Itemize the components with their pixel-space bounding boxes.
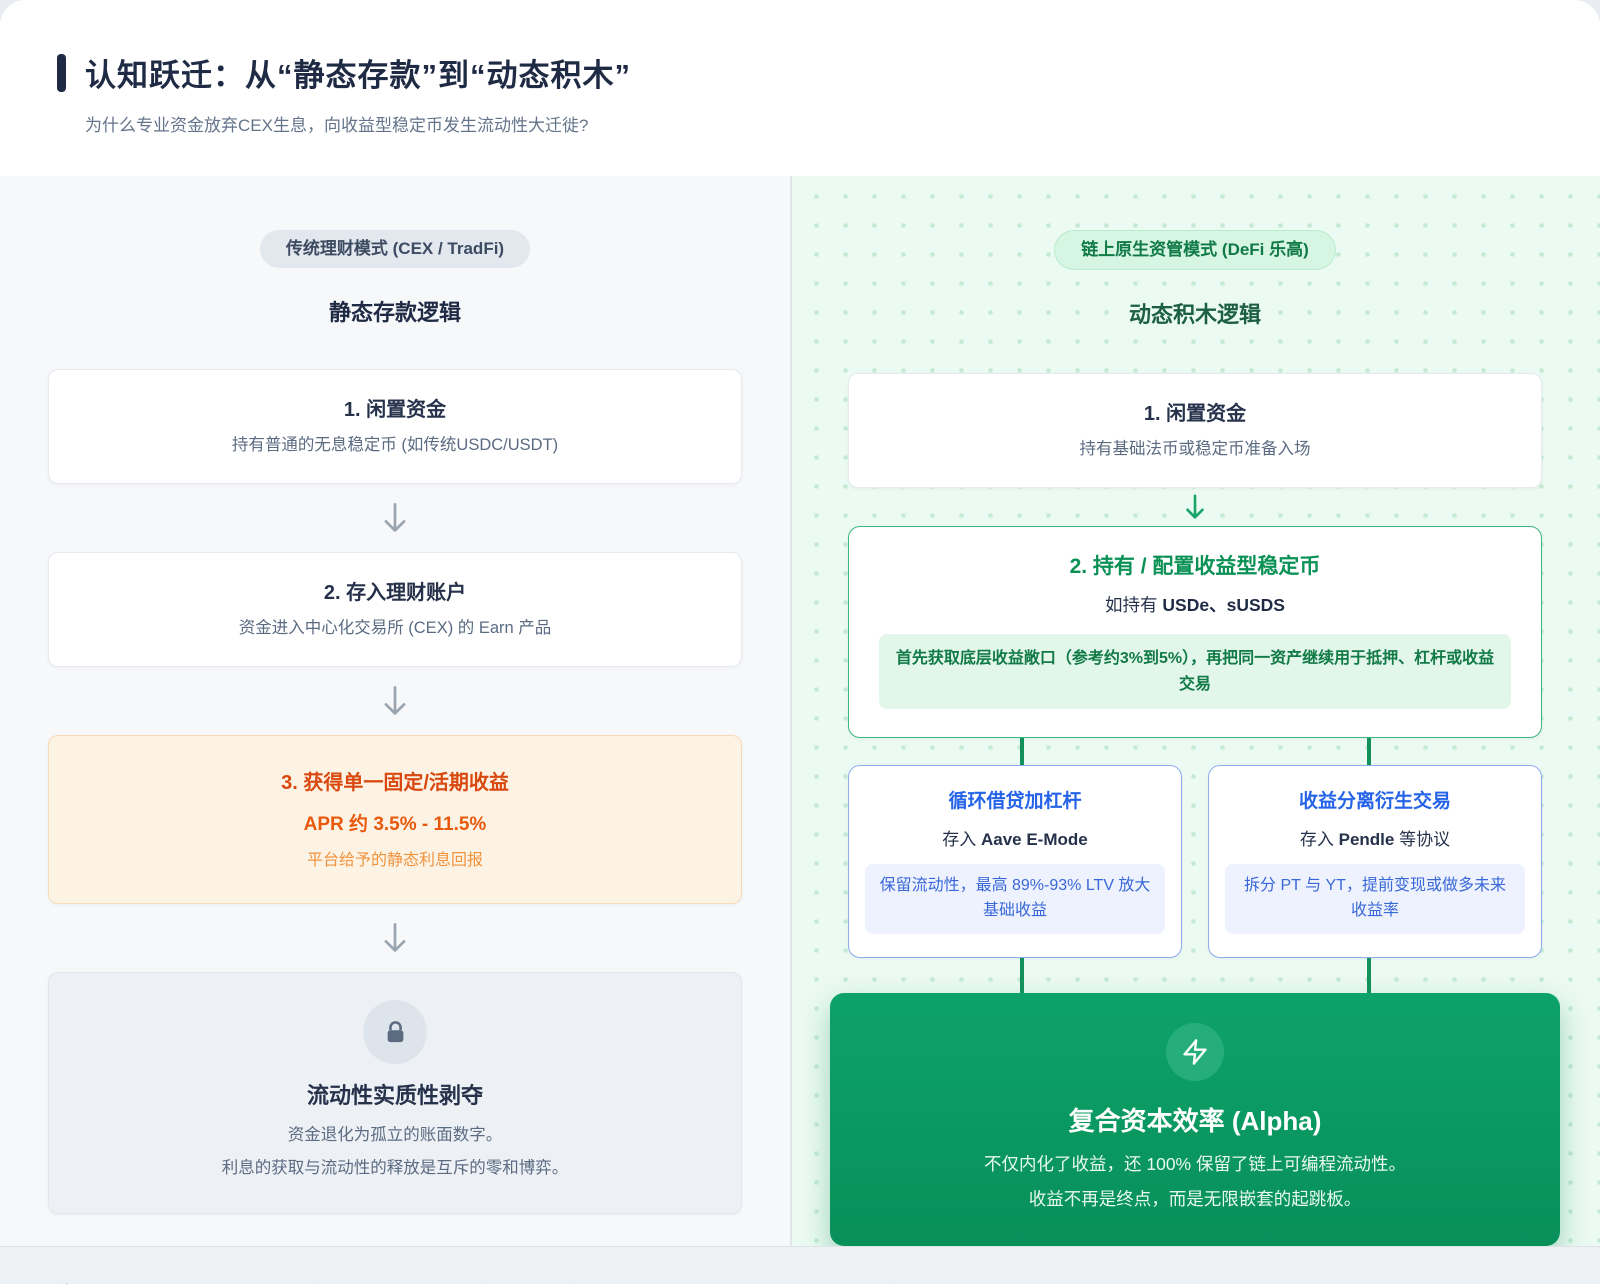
alpha-line-1: 不仅内化了收益，还 100% 保留了链上可编程流动性。 [984,1153,1406,1174]
cex-apr-note: 平台给予的静态利息回报 [306,852,483,869]
yield-split-branch-card: 收益分离衍生交易 存入 Pendle 等协议 拆分 PT 与 YT，提前变现或做… [1208,765,1542,958]
cex-step-3-card: 3. 获得单一固定/活期收益 APR 约 3.5% - 11.5% 平台给予的静… [48,735,742,904]
cex-step-3-title: 3. 获得单一固定/活期收益 [281,772,509,794]
strategy-branches: 循环借贷加杠杆 存入 Aave E-Mode 保留流动性，最高 89%-93% … [848,765,1542,958]
defi-step-2-highlight: 首先获取底层收益敞口（参考约3%到5%），再把同一资产继续用于抵押、杠杆或收益交… [879,634,1511,710]
looping-branch-highlight: 保留流动性，最高 89%-93% LTV 放大基础收益 [865,864,1165,934]
down-arrow-icon [384,686,406,715]
branch-connectors-top [848,738,1542,766]
lock-icon [387,1020,403,1042]
lock-circle [363,1000,427,1064]
defi-step-1-card: 1. 闲置资金 持有基础法币或稳定币准备入场 [848,373,1542,488]
alpha-line-2: 收益不再是终点，而是无限嵌套的起跳板。 [1028,1189,1362,1210]
connector-line [1019,738,1024,766]
cex-step-2-title: 2. 存入理财账户 [323,582,467,604]
alpha-title: 复合资本效率 (Alpha) [1068,1105,1322,1136]
comparison-columns: 传统理财模式 (CEX / TradFi) 静态存款逻辑 1. 闲置资金 持有普… [0,176,1600,1247]
cex-arrow-1 [48,484,742,552]
cex-result-line-2: 利息的获取与流动性的释放是互斥的零和博弈。 [221,1158,569,1177]
zap-icon [1183,1038,1207,1065]
cex-column-heading: 静态存款逻辑 [328,300,461,325]
cex-column: 传统理财模式 (CEX / TradFi) 静态存款逻辑 1. 闲置资金 持有普… [0,176,790,1247]
connector-line [1366,738,1371,766]
connector-line [1019,957,1024,993]
title-row: 认知跃迁：从“静态存款”到“动态积木” [57,50,1600,95]
cex-result-title: 流动性实质性剥夺 [306,1083,483,1108]
defi-step-2-card: 2. 持有 / 配置收益型稳定币 如持有 USDe、sUSDS 首先获取底层收益… [848,526,1542,739]
branch-connectors-bottom [848,957,1542,993]
footnote-label: 注： [57,1279,90,1284]
cex-step-1-title: 1. 闲置资金 [343,399,447,421]
yield-split-branch-title: 收益分离衍生交易 [1298,791,1451,813]
cex-step-1-desc: 持有普通的无息稳定币 (如传统USDC/USDT) [231,436,559,454]
defi-step-2-title: 2. 持有 / 配置收益型稳定币 [1069,555,1321,578]
down-arrow-icon [384,503,406,532]
defi-step-1-title: 1. 闲置资金 [1143,403,1247,425]
yield-split-branch-desc: 存入 Pendle 等协议 [1299,830,1451,850]
cex-step-1-card: 1. 闲置资金 持有普通的无息稳定币 (如传统USDC/USDT) [48,369,742,484]
cex-apr-range: APR 约 3.5% - 11.5% [303,814,487,835]
alpha-result-card: 复合资本效率 (Alpha) 不仅内化了收益，还 100% 保留了链上可编程流动… [830,992,1560,1247]
footnote-text: 本流程图展示了为什么链上资金更倾向于使用收益型稳定币。关键分水岭在于资产是否保留… [97,1279,1227,1284]
looping-branch-card: 循环借贷加杠杆 存入 Aave E-Mode 保留流动性，最高 89%-93% … [848,765,1182,958]
defi-step-2-assets: 如持有 USDe、sUSDS [879,592,1511,617]
assets-names: USDe、sUSDS [1162,595,1285,615]
cex-mode-badge: 传统理财模式 (CEX / TradFi) [259,230,531,268]
assets-prefix: 如持有 [1105,595,1163,615]
yield-split-branch-highlight: 拆分 PT 与 YT，提前变现或做多未来收益率 [1225,864,1525,934]
cex-result-line-1: 资金退化为孤立的账面数字。 [287,1126,503,1144]
defi-column-heading: 动态积木逻辑 [1128,302,1261,327]
cex-arrow-3 [48,904,742,972]
footnote-bar: 注： 本流程图展示了为什么链上资金更倾向于使用收益型稳定币。关键分水岭在于资产是… [0,1246,1600,1284]
defi-mode-badge: 链上原生资管模式 (DeFi 乐高) [1054,230,1336,270]
cex-result-card: 流动性实质性剥夺 资金退化为孤立的账面数字。 利息的获取与流动性的释放是互斥的零… [48,972,742,1215]
title-accent-bar [57,53,66,92]
cex-arrow-2 [48,667,742,735]
connector-line [1366,957,1371,993]
cex-step-2-card: 2. 存入理财账户 资金进入中心化交易所 (CEX) 的 Earn 产品 [48,552,742,667]
page-title: 认知跃迁：从“静态存款”到“动态积木” [85,58,631,93]
defi-arrow-1 [848,488,1542,526]
defi-column: 链上原生资管模式 (DeFi 乐高) 动态积木逻辑 1. 闲置资金 持有基础法币… [790,176,1600,1247]
looping-branch-title: 循环借贷加杠杆 [948,791,1082,813]
defi-step-1-desc: 持有基础法币或稳定币准备入场 [1079,440,1311,458]
down-arrow-icon [1186,494,1204,519]
page-header: 认知跃迁：从“静态存款”到“动态积木” 为什么专业资金放弃CEX生息，向收益型稳… [0,0,1600,176]
zap-circle [1166,1022,1224,1081]
page-subtitle: 为什么专业资金放弃CEX生息，向收益型稳定币发生流动性大迁徙? [85,116,589,135]
cex-step-2-desc: 资金进入中心化交易所 (CEX) 的 Earn 产品 [238,619,552,637]
down-arrow-icon [384,923,406,952]
looping-branch-desc: 存入 Aave E-Mode [942,830,1088,850]
